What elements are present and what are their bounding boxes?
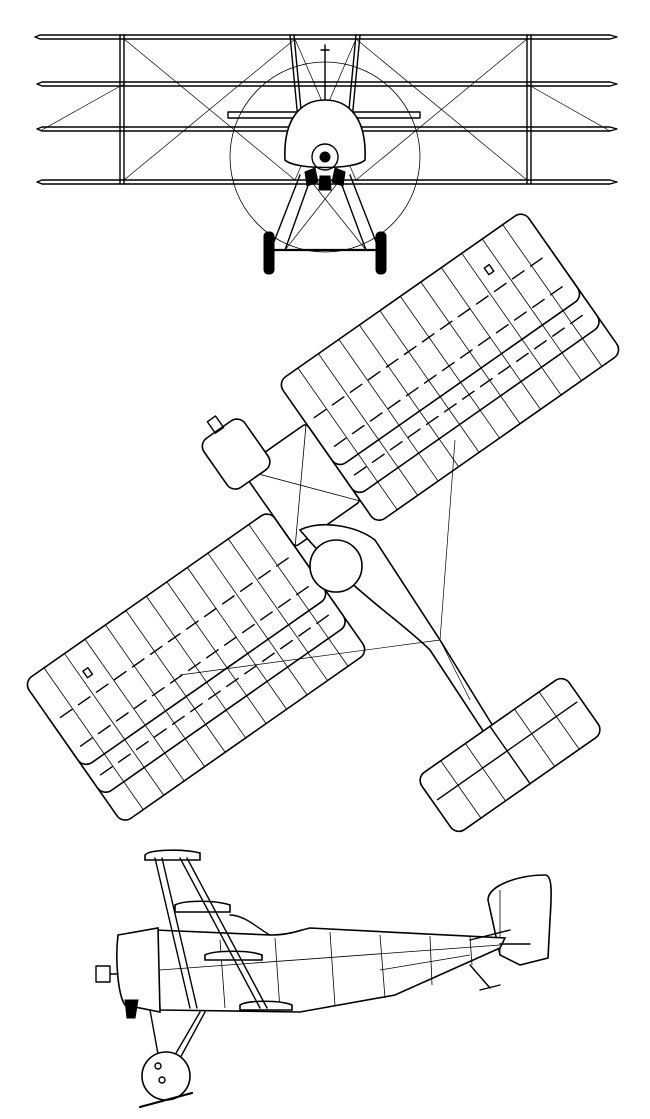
- top-right-wing: [280, 213, 620, 521]
- propeller-hub: [311, 143, 339, 171]
- propeller-spinner: [95, 965, 111, 983]
- left-wheel: [263, 231, 275, 275]
- side-struts: [154, 857, 268, 1009]
- top-view: [26, 213, 620, 833]
- right-wheel: [375, 231, 387, 275]
- top-left-wing: [26, 513, 366, 821]
- side-wings: [144, 849, 293, 1011]
- side-cowling: [116, 927, 161, 1013]
- top-tailplane: [419, 677, 601, 833]
- side-fuselage: [154, 927, 507, 1013]
- front-undercarriage: [266, 174, 384, 253]
- cockpit-opening: [309, 539, 363, 593]
- fuselage-frames: [159, 931, 501, 1011]
- fin-rudder: [487, 874, 552, 966]
- front-view: [34, 34, 618, 275]
- engine-cylinders: [304, 167, 346, 191]
- front-tailplane: [227, 111, 421, 119]
- side-wheel: [141, 1051, 191, 1101]
- top-center-section: [201, 415, 361, 548]
- front-struts: [119, 34, 532, 185]
- engine-cowling: [284, 99, 366, 169]
- cockpit-edge: [229, 914, 271, 936]
- side-view: [95, 849, 552, 1109]
